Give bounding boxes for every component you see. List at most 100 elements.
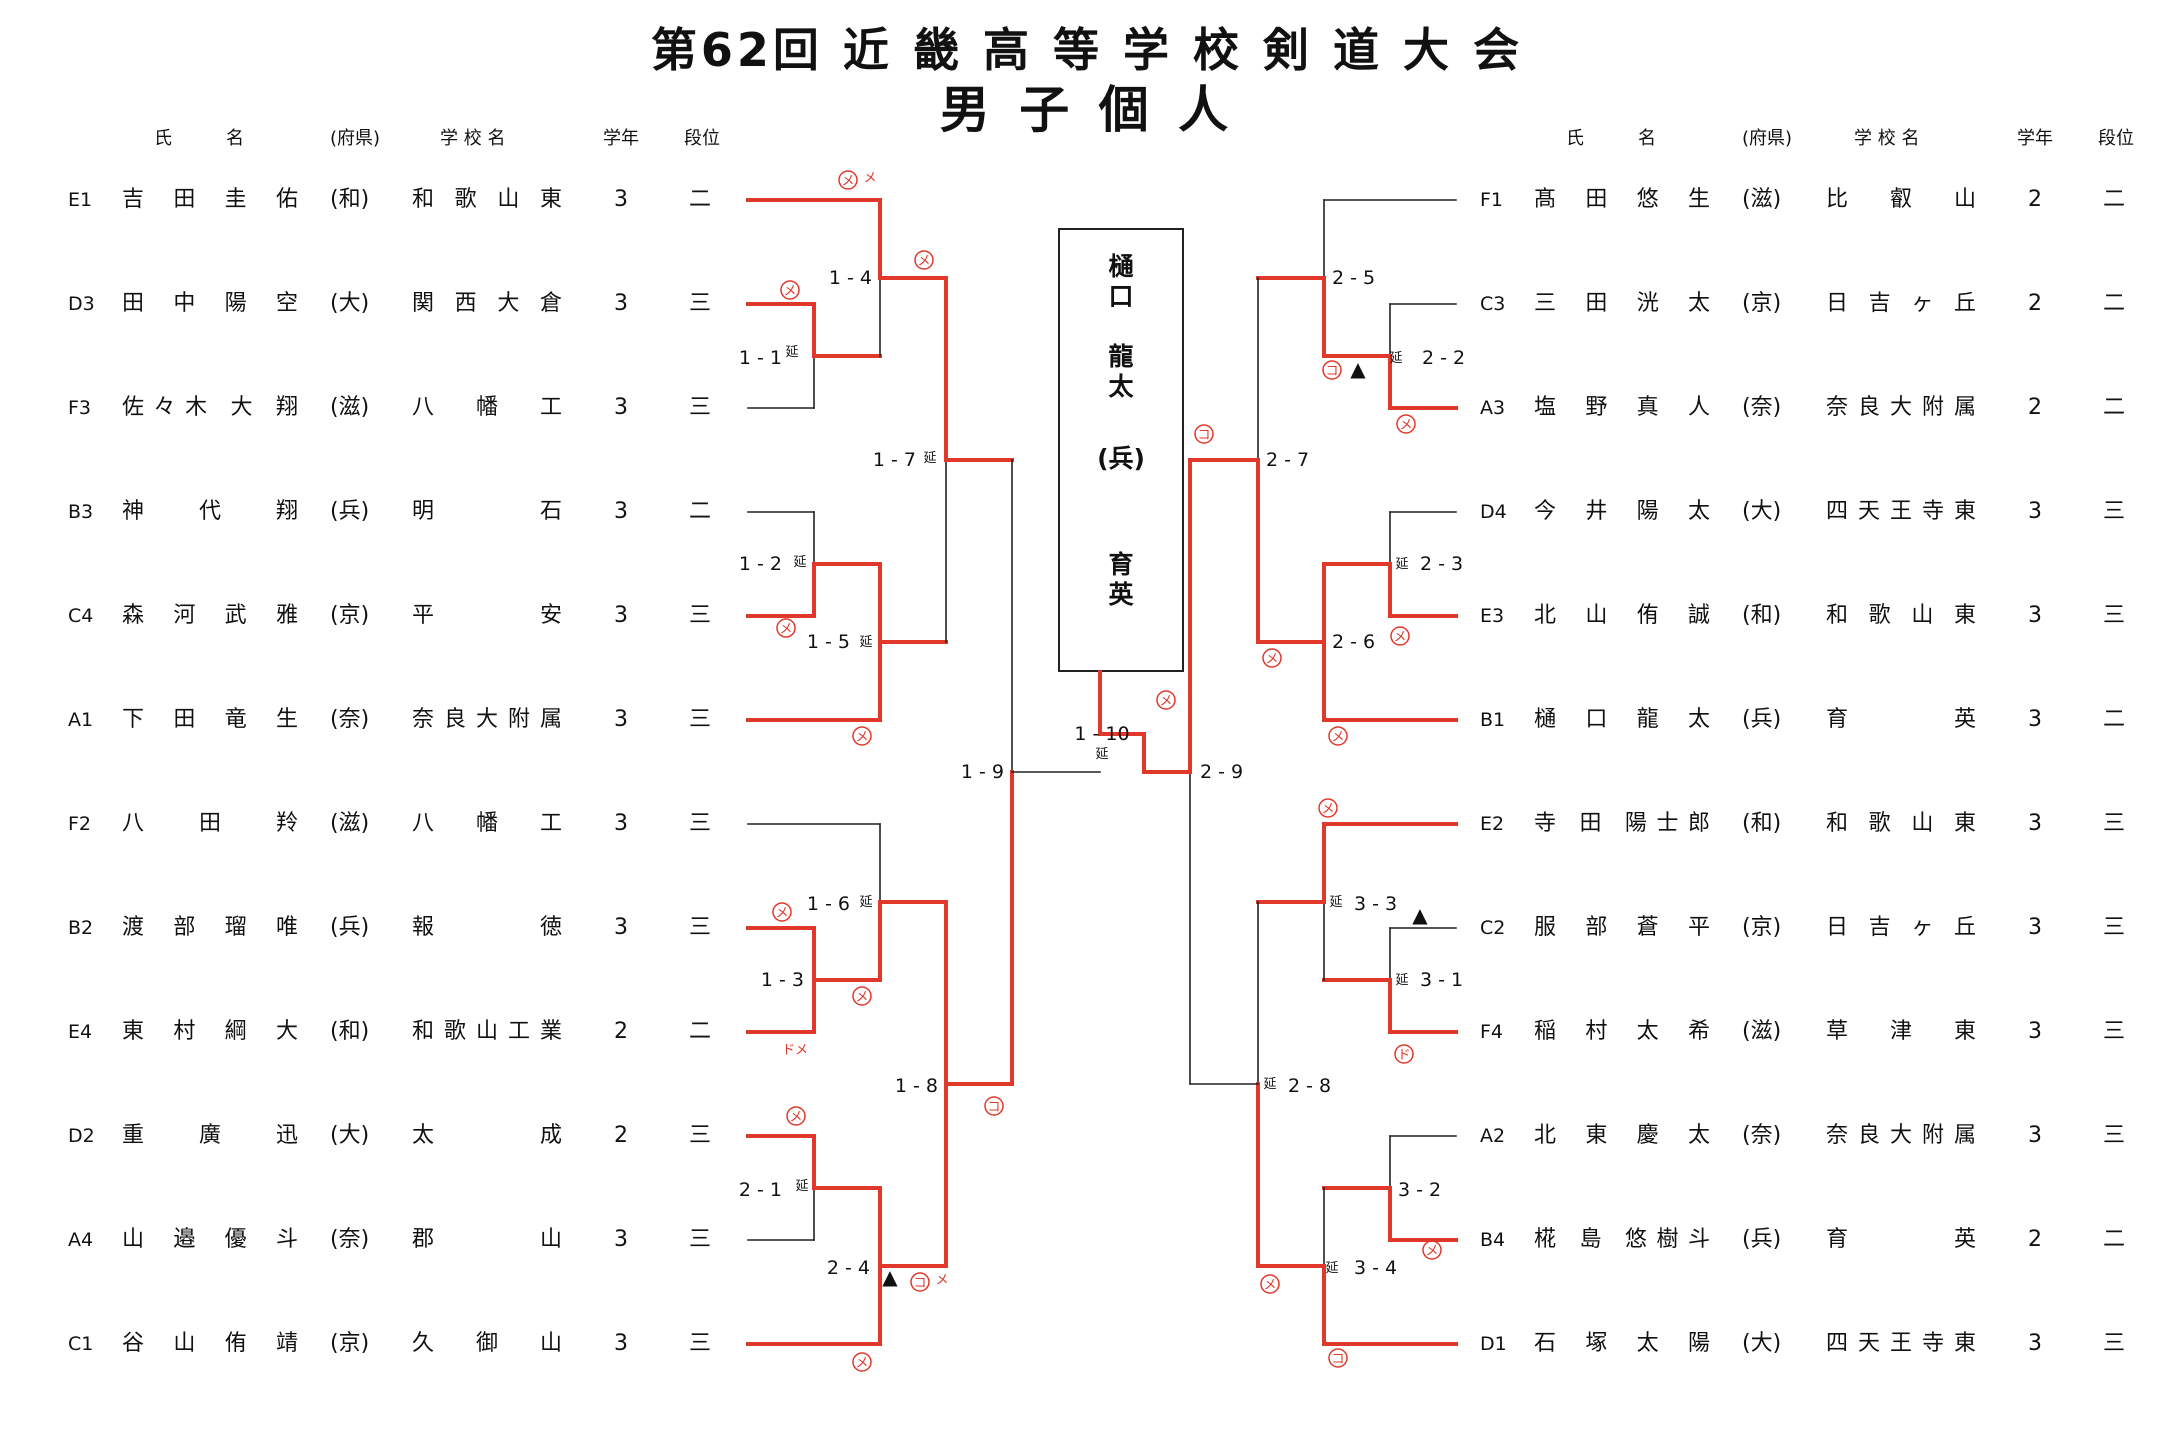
right-player-pref: (京) bbox=[1742, 291, 1782, 316]
left-player-name: 吉 田 圭 佑 bbox=[122, 187, 298, 212]
score-mark: メ bbox=[852, 726, 872, 746]
score-mark: メ bbox=[1422, 1240, 1442, 1260]
encho-mark: 延 bbox=[1395, 557, 1408, 572]
score-mark: メ bbox=[786, 1106, 806, 1126]
left-player-school: 久 御 山 bbox=[412, 1331, 562, 1356]
right-player-grade: 3 bbox=[2028, 1331, 2042, 1356]
right-player-school: 育 英 bbox=[1826, 1227, 1976, 1252]
match-label: 2 - 9 bbox=[1200, 761, 1243, 783]
left-player-name: 八 田 羚 bbox=[122, 811, 298, 836]
right-player-rank: 三 bbox=[2102, 499, 2125, 524]
header-rank-right: 段位 bbox=[2098, 128, 2134, 149]
right-player-grade: 3 bbox=[2028, 915, 2042, 940]
left-player-grade: 3 bbox=[614, 499, 628, 524]
score-mark: メ bbox=[1390, 626, 1410, 646]
right-player-rank: 二 bbox=[2102, 395, 2125, 420]
encho-mark: 延 bbox=[795, 1179, 808, 1194]
champion-school: 育 英 bbox=[1108, 550, 1134, 609]
right-player-grade: 3 bbox=[2028, 1019, 2042, 1044]
header-name-left: 氏 名 bbox=[154, 128, 244, 149]
page-title: 第62回 近 畿 高 等 学 校 剣 道 大 会 bbox=[650, 23, 1524, 77]
left-player-name: 佐々木 大 翔 bbox=[122, 395, 298, 420]
left-player-school: 和歌山工業 bbox=[412, 1019, 562, 1044]
right-player-name: 石 塚 太 陽 bbox=[1534, 1331, 1710, 1356]
left-player-rank: 三 bbox=[688, 291, 711, 316]
svg-text:メ: メ bbox=[855, 730, 868, 745]
encho-mark: 延 bbox=[1263, 1077, 1276, 1092]
match-label: 1 - 8 bbox=[895, 1075, 938, 1097]
svg-text:メ: メ bbox=[779, 622, 792, 637]
right-player-code: C2 bbox=[1480, 917, 1506, 939]
right-player-name: 北 山 侑 誠 bbox=[1534, 603, 1710, 628]
left-player-code: C1 bbox=[68, 1333, 94, 1355]
match-label: 1 - 2 bbox=[739, 553, 782, 575]
right-player-school: 四天王寺東 bbox=[1826, 1331, 1976, 1356]
score-mark: ド bbox=[1394, 1044, 1414, 1064]
svg-text:メ: メ bbox=[1159, 694, 1172, 709]
left-player-pref: (大) bbox=[330, 1123, 370, 1148]
match-label: 2 - 4 bbox=[827, 1257, 870, 1279]
svg-text:メ: メ bbox=[1393, 630, 1406, 645]
right-player-pref: (和) bbox=[1742, 603, 1782, 628]
right-player-pref: (奈) bbox=[1742, 1123, 1782, 1148]
right-player-grade: 2 bbox=[2028, 395, 2042, 420]
left-player-grade: 3 bbox=[614, 1227, 628, 1252]
svg-text:コ: コ bbox=[987, 1100, 1000, 1115]
left-player-pref: (奈) bbox=[330, 1227, 370, 1252]
score-mark: メ bbox=[780, 280, 800, 300]
svg-text:コ: コ bbox=[1325, 364, 1338, 379]
left-player-name: 谷 山 侑 靖 bbox=[122, 1331, 298, 1356]
header-school-right: 学 校 名 bbox=[1854, 128, 1920, 149]
match-label: 1 - 10 bbox=[1074, 723, 1129, 745]
right-player-grade: 2 bbox=[2028, 187, 2042, 212]
score-mark-uncircled: ドメ bbox=[782, 1043, 808, 1058]
left-player-name: 渡 部 瑠 唯 bbox=[122, 915, 298, 940]
left-player-name: 下 田 竜 生 bbox=[122, 707, 298, 732]
match-label: 2 - 5 bbox=[1332, 267, 1375, 289]
score-mark: メ bbox=[838, 170, 858, 190]
right-player-name: 服 部 蒼 平 bbox=[1534, 915, 1710, 940]
header-pref-left: (府県) bbox=[330, 128, 381, 149]
left-player-grade: 3 bbox=[614, 603, 628, 628]
right-player-grade: 3 bbox=[2028, 707, 2042, 732]
right-player-name: 稲 村 太 希 bbox=[1534, 1019, 1710, 1044]
svg-text:メ: メ bbox=[789, 1110, 802, 1125]
right-player-rank: 二 bbox=[2102, 187, 2125, 212]
left-player-pref: (和) bbox=[330, 1019, 370, 1044]
match-label: 3 - 3 bbox=[1354, 893, 1397, 915]
header-rank-left: 段位 bbox=[684, 128, 720, 149]
match-label: 2 - 2 bbox=[1422, 347, 1465, 369]
right-player-school: 比 叡 山 bbox=[1826, 187, 1976, 212]
left-player-pref: (京) bbox=[330, 603, 370, 628]
right-player-school: 和 歌 山 東 bbox=[1826, 603, 1976, 628]
right-player-school: 草 津 東 bbox=[1826, 1019, 1976, 1044]
svg-text:コ: コ bbox=[1197, 428, 1210, 443]
score-mark: コ bbox=[1322, 360, 1342, 380]
left-player-pref: (兵) bbox=[330, 499, 370, 524]
match-label: 3 - 1 bbox=[1420, 969, 1463, 991]
score-mark: メ bbox=[852, 1352, 872, 1372]
left-player-grade: 2 bbox=[614, 1123, 628, 1148]
champion-name: 樋 口 龍 太 bbox=[1108, 252, 1134, 401]
left-player-rank: 三 bbox=[688, 395, 711, 420]
match-label: 3 - 4 bbox=[1354, 1257, 1397, 1279]
right-player-pref: (兵) bbox=[1742, 1227, 1782, 1252]
right-player-code: D4 bbox=[1480, 501, 1507, 523]
score-mark: メ bbox=[776, 618, 796, 638]
right-player-name: 髙 田 悠 生 bbox=[1534, 187, 1710, 212]
left-player-name: 森 河 武 雅 bbox=[122, 603, 298, 628]
svg-text:メ: メ bbox=[1399, 418, 1412, 433]
right-player-grade: 2 bbox=[2028, 291, 2042, 316]
encho-mark: 延 bbox=[1329, 895, 1342, 910]
match-label: 3 - 2 bbox=[1398, 1179, 1441, 1201]
left-player-grade: 3 bbox=[614, 187, 628, 212]
right-player-rank: 三 bbox=[2102, 1331, 2125, 1356]
right-player-code: A3 bbox=[1480, 397, 1506, 419]
right-player-name: 椛 島 悠樹斗 bbox=[1534, 1227, 1710, 1252]
right-player-code: E3 bbox=[1480, 605, 1505, 627]
score-mark: コ bbox=[910, 1272, 930, 1292]
svg-text:メ: メ bbox=[855, 1356, 868, 1371]
left-player-school: 郡 山 bbox=[412, 1227, 562, 1252]
left-player-rank: 二 bbox=[688, 499, 711, 524]
match-label: 2 - 8 bbox=[1288, 1075, 1331, 1097]
